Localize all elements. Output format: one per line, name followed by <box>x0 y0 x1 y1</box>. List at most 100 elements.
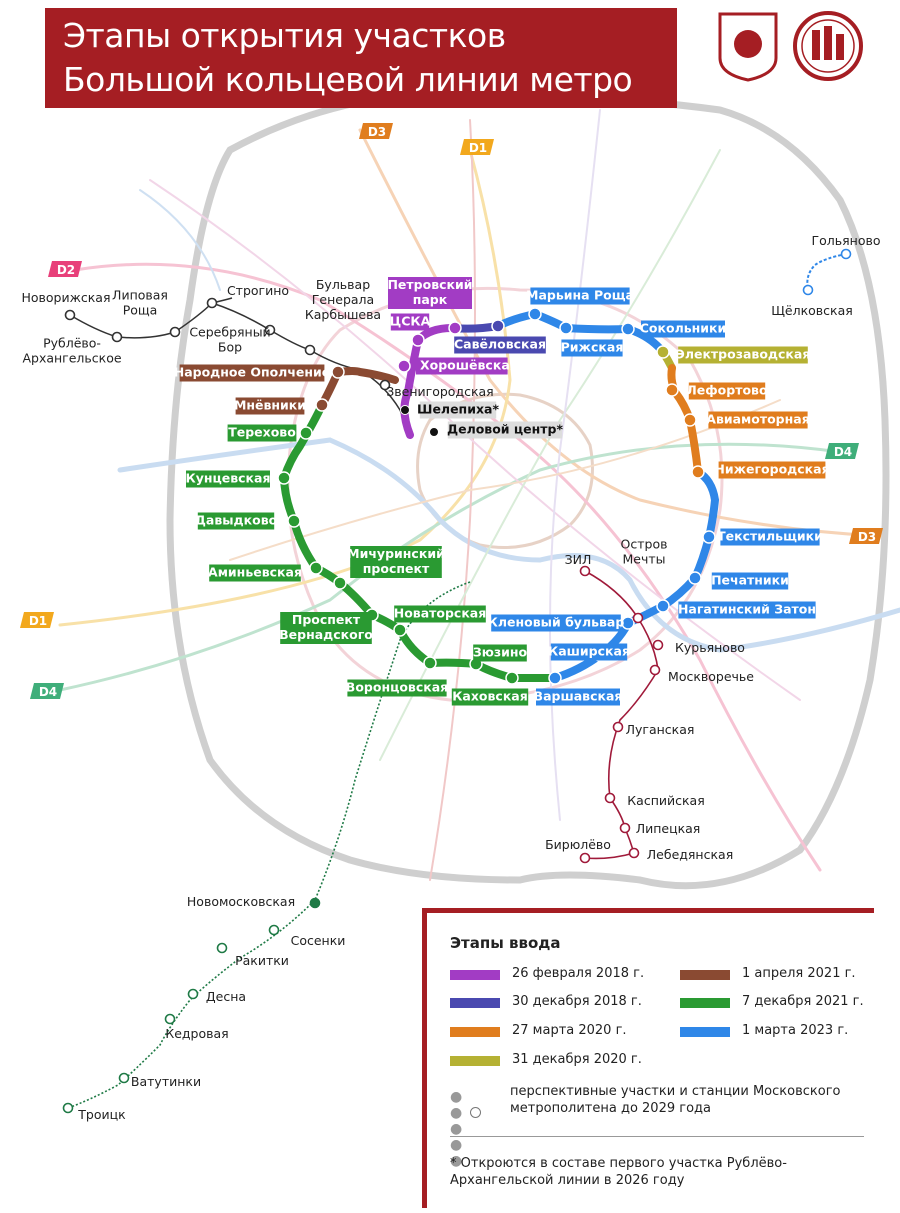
station-label-липовая-роща: Липовая <box>112 288 168 303</box>
rail-badge-label: D1 <box>29 614 47 628</box>
stations-layer <box>62 248 852 1114</box>
rail-badge-label: D3 <box>368 125 386 139</box>
legend-top-border <box>422 908 874 913</box>
station-label-липовая-роща: Роща <box>123 303 158 318</box>
labels-layer: ПетровскийпаркЦСКАХорошёвскаяСавёловская… <box>22 233 881 1122</box>
rail-badge-label: D4 <box>39 685 57 699</box>
station-dot-лефортово <box>665 383 679 397</box>
moscow-coat-of-arms <box>718 12 778 82</box>
rail-badge-shape <box>48 261 82 277</box>
station-label-зил: ЗИЛ <box>565 552 592 567</box>
station-label-bg <box>347 679 447 697</box>
station-dot-деловой-центр <box>429 427 439 437</box>
station-label-электрозаводская: Электрозаводская <box>676 347 811 362</box>
station-label-кедровая: Кедровая <box>165 1026 228 1041</box>
station-label-bg <box>350 546 442 578</box>
bg-line-1 <box>429 119 476 881</box>
station-dot-терехово <box>299 426 313 440</box>
station-label-bg <box>711 572 789 590</box>
station-dot-давыдково <box>287 514 301 528</box>
rail-badge-d4: D4 <box>30 683 64 699</box>
legend-swatch <box>680 1027 730 1037</box>
station-dot-серебряный-бор <box>264 324 276 336</box>
logo-building-1 <box>812 30 820 60</box>
station-label-ракитки: Ракитки <box>235 953 289 968</box>
legend-swatch <box>450 1027 500 1037</box>
rail-badge-label: D3 <box>858 530 876 544</box>
station-label-хорошёвская: Хорошёвская <box>420 358 518 373</box>
station-label-печатники: Печатники <box>711 573 789 588</box>
title-banner: Этапы открытия участков Большой кольцево… <box>45 8 677 108</box>
rail-badge-d4: D4 <box>825 443 859 459</box>
d2-rail <box>73 262 822 872</box>
mkad-ring <box>166 88 890 890</box>
station-label-остров-мечты: Остров <box>621 537 668 552</box>
station-dot-авиамоторная <box>683 413 697 427</box>
bkl-segment-7 <box>318 367 399 409</box>
station-dot-электрозаводская <box>656 345 670 359</box>
station-label-bg <box>186 470 270 488</box>
station-dot-лебедянская <box>628 847 640 859</box>
d3-rail <box>358 128 882 538</box>
station-dot-савёловская <box>491 319 505 333</box>
station-label-строгино: Строгино <box>227 283 289 298</box>
station-dot-бульвар-генерала-карбышева <box>304 344 316 356</box>
station-label-bg <box>561 339 623 357</box>
station-label-мнёвники: Мнёвники <box>234 398 306 413</box>
station-dot-строгино <box>169 326 181 338</box>
station-label-bg <box>280 612 372 644</box>
station-dot-петровский-парк <box>448 321 462 335</box>
station-label-кунцевская: Кунцевская <box>185 471 270 486</box>
station-dot-рижская <box>559 321 573 335</box>
legend-label: 31 декабря 2020 г. <box>512 1052 642 1067</box>
station-label-bg <box>227 424 297 442</box>
legend-label: 1 марта 2023 г. <box>742 1023 849 1038</box>
station-label-липецкая: Липецкая <box>636 821 701 836</box>
legend-label: 7 декабря 2021 г. <box>742 994 864 1009</box>
station-dot-ватутинки <box>118 1072 130 1084</box>
open-circle-icon <box>470 1107 481 1118</box>
station-label-bg <box>536 688 620 706</box>
station-label-bg <box>235 397 305 415</box>
station-label-ватутинки: Ватутинки <box>131 1074 201 1089</box>
station-dot-новорижская <box>64 309 76 321</box>
station-dot-шелепиха <box>400 405 410 415</box>
station-label-щёлковская: Щёлковская <box>771 303 853 318</box>
station-label-серебряный-бор: Бор <box>218 340 242 355</box>
station-dot-хорошёвская <box>397 359 411 373</box>
station-label-серебряный-бор: Серебряный <box>189 325 270 340</box>
station-label-bg <box>179 364 325 382</box>
station-dot-кленовый-бульвар <box>621 616 635 630</box>
station-label-bg <box>530 287 630 305</box>
bkl-segment-4 <box>667 364 702 476</box>
rail-badge-d3: D3 <box>849 528 883 544</box>
legend-footnote: * Откроются в составе первого участка Ру… <box>450 1156 787 1188</box>
dotted-line-icon: ● ● ● ● ● <box>450 1089 464 1169</box>
station-label-bg <box>394 605 486 623</box>
station-label-мичуринский-проспект: проспект <box>363 561 430 576</box>
station-dot-мичуринский-проспект <box>333 576 347 590</box>
station-label-марьина-роща: Марьина Роща <box>526 288 634 303</box>
station-label-проспект-вернадского: Вернадского <box>279 627 373 642</box>
station-dot-мнёвники <box>315 398 329 412</box>
construction-complex-logo <box>793 11 863 81</box>
troitskaya-track <box>67 581 471 1109</box>
station-label-текстильщики: Текстильщики <box>717 529 823 544</box>
station-label-bg <box>678 346 808 364</box>
bg-line-3 <box>379 149 721 761</box>
rail-badge-label: D4 <box>834 445 852 459</box>
station-label-народное-ополчение: Народное Ополчение <box>174 365 331 380</box>
station-label-савёловская: Савёловская <box>454 337 546 352</box>
station-label-bg <box>447 421 563 439</box>
station-dot-рублёво--архангельское <box>206 297 218 309</box>
station-dot-цска <box>411 333 425 347</box>
station-dot-сокольники <box>621 322 635 336</box>
station-dot-воронцовская <box>423 656 437 670</box>
rail-badge-label: D1 <box>469 141 487 155</box>
station-dot-луганская <box>612 721 624 733</box>
rail-badge-label: D2 <box>57 263 75 277</box>
logo-building-2 <box>824 26 832 60</box>
legend-label: 26 февраля 2018 г. <box>512 966 645 981</box>
title-line-2: Большой кольцевой линии метро <box>63 60 633 99</box>
